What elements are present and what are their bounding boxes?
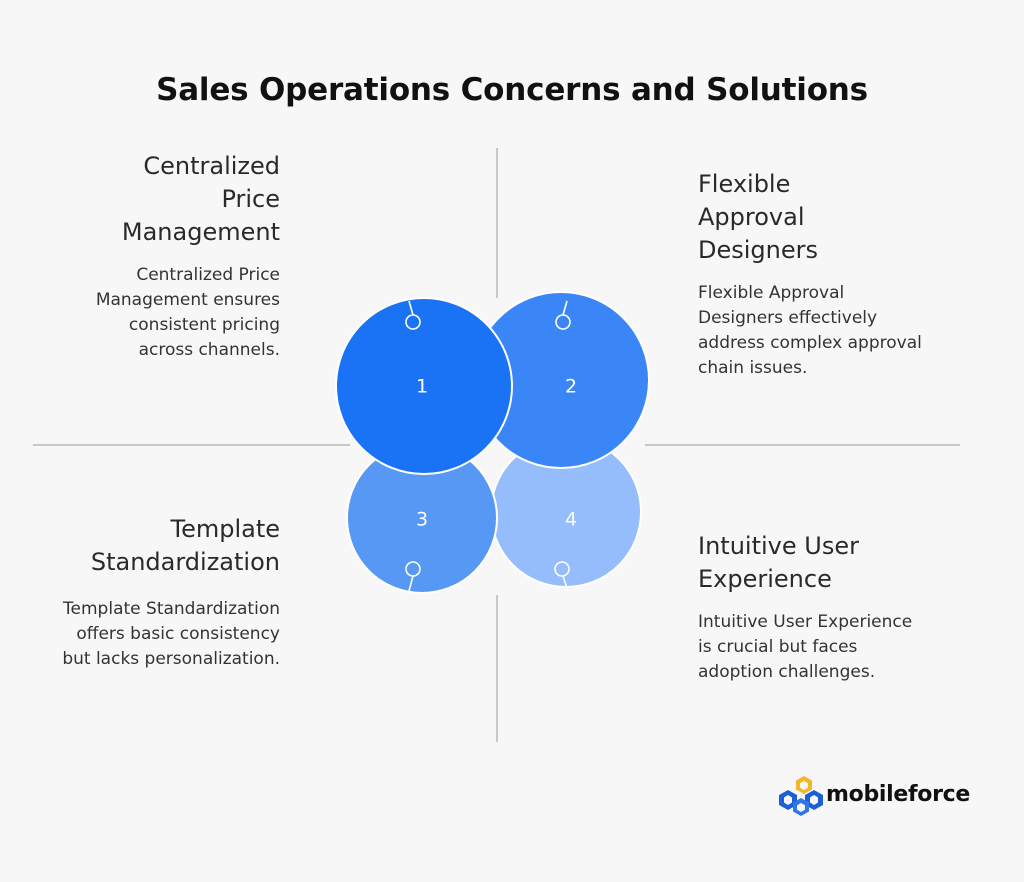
quadrant-1-heading: Centralized Price Management <box>121 152 280 246</box>
circle-number-2: 2 <box>565 376 577 398</box>
quadrant-4: Intuitive User Experience Intuitive User… <box>698 530 938 685</box>
connector-3 <box>405 561 421 592</box>
quadrant-1: Centralized Price Management Centralized… <box>60 150 280 363</box>
quadrant-2-heading: Flexible Approval Designers <box>698 170 818 264</box>
circle-number-1: 1 <box>416 376 428 398</box>
quadrant-4-description: Intuitive User Experience is crucial but… <box>698 612 913 682</box>
mobileforce-logo: mobileforce <box>778 774 978 820</box>
quadrant-3-description: Template Standardization offers basic co… <box>62 599 280 669</box>
connector-1 <box>405 300 421 330</box>
quadrant-4-heading: Intuitive User Experience <box>698 532 859 593</box>
quadrant-1-description: Centralized Price Management ensures con… <box>95 265 280 360</box>
connector-2 <box>555 300 571 330</box>
page-title: Sales Operations Concerns and Solutions <box>156 72 868 108</box>
quadrant-2-description: Flexible Approval Designers effectively … <box>698 283 922 378</box>
logo-text: mobileforce <box>826 782 970 807</box>
hexagon-cluster-icon <box>779 776 823 816</box>
quadrant-3-heading: Template Standardization <box>90 515 280 576</box>
circle-1 <box>335 297 513 475</box>
quadrant-2: Flexible Approval Designers Flexible App… <box>698 168 938 381</box>
connector-4 <box>554 561 570 592</box>
quadrant-3: Template Standardization Template Standa… <box>40 513 280 672</box>
circle-number-3: 3 <box>416 509 428 531</box>
circle-number-4: 4 <box>565 509 577 531</box>
